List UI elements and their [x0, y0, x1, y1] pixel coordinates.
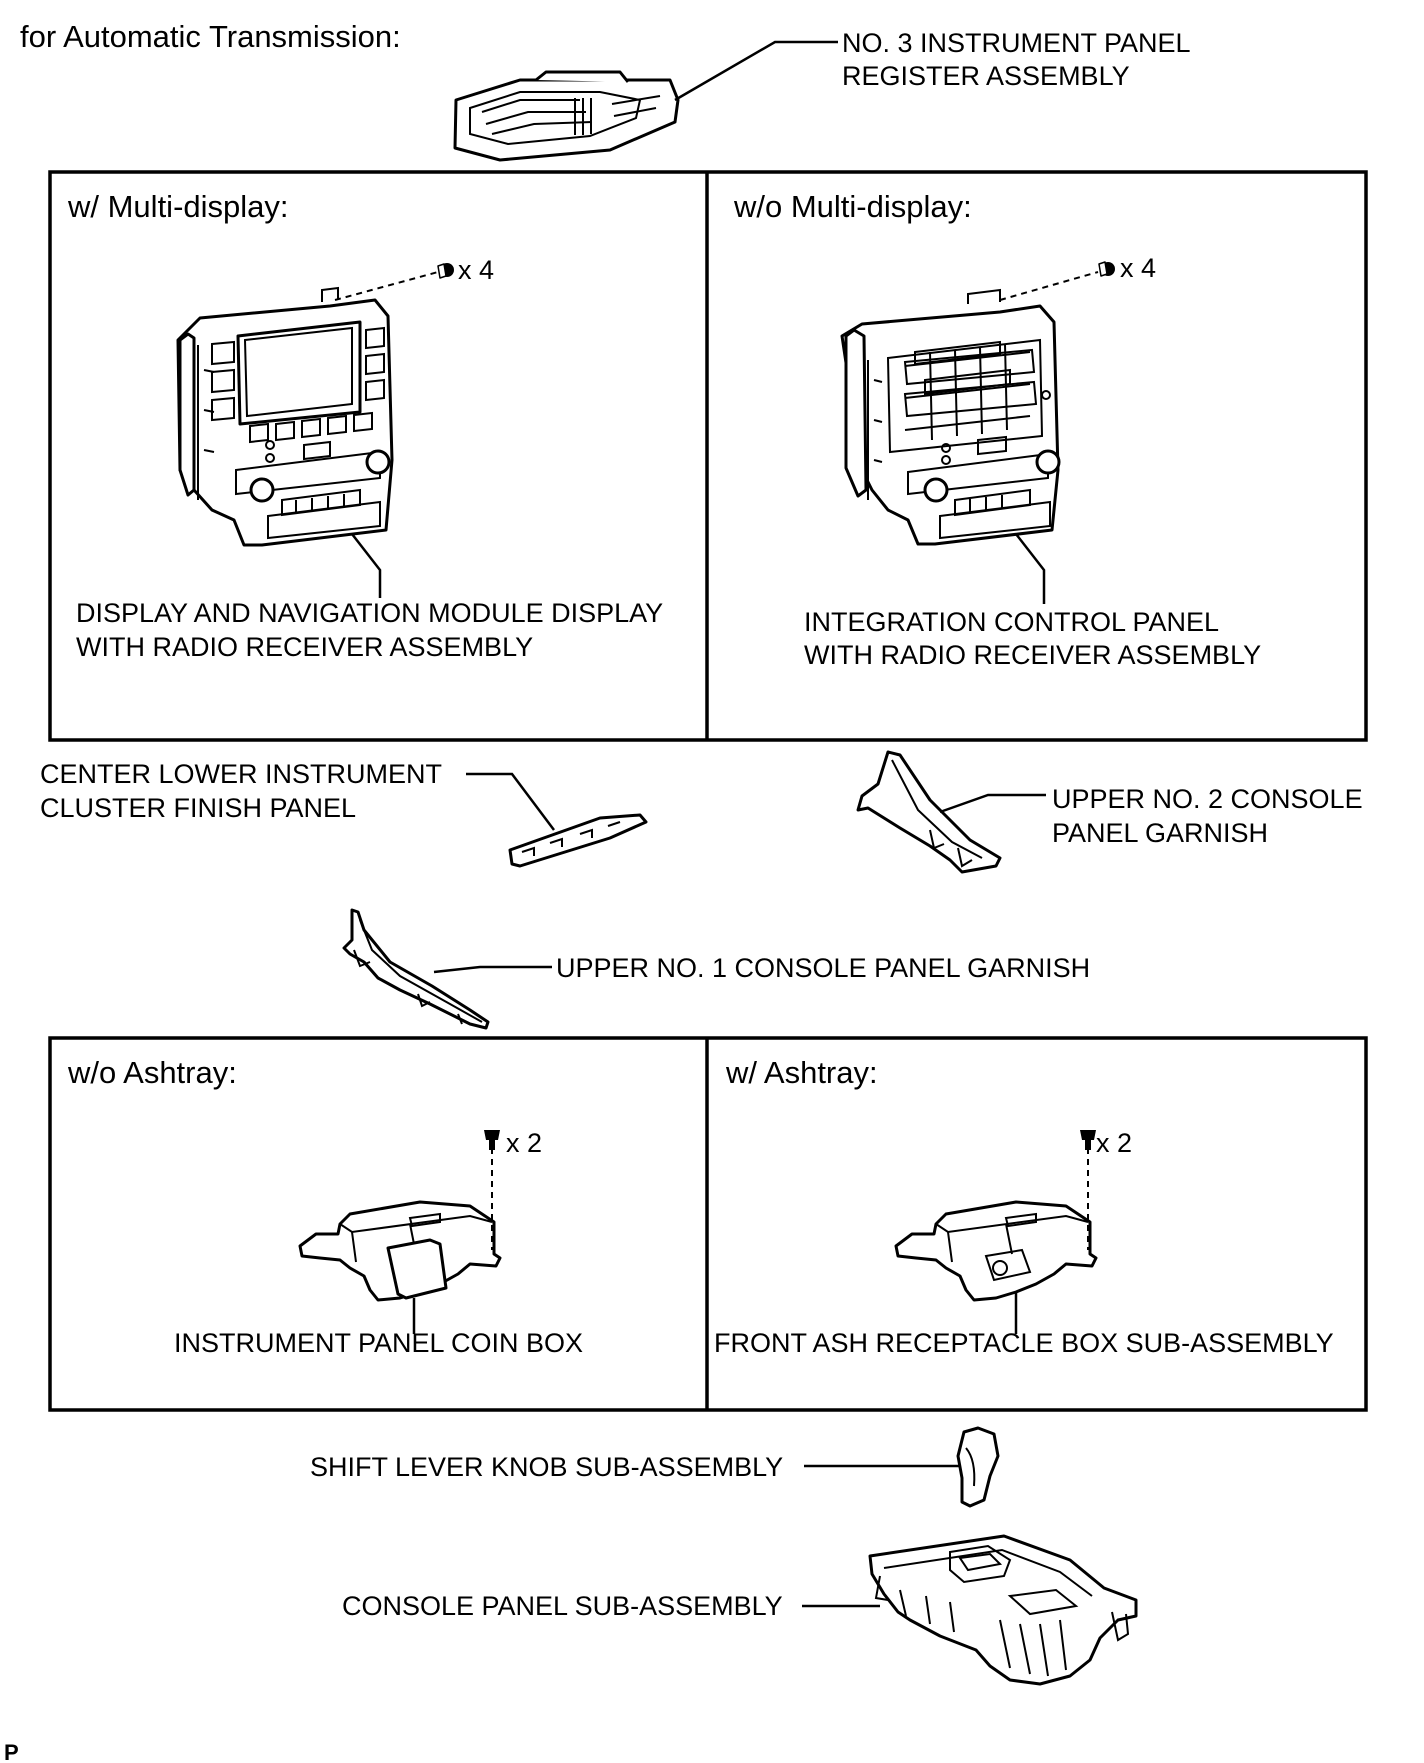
no-multi-clip-count: x 4 [1120, 253, 1156, 283]
shift-knob-label: SHIFT LEVER KNOB SUB-ASSEMBLY [310, 1452, 783, 1482]
ash-box-screw-count: x 2 [1096, 1128, 1132, 1158]
upper-no2-garnish-illustration [856, 750, 1002, 874]
register-label: NO. 3 INSTRUMENT PANEL REGISTER ASSEMBLY [842, 28, 1197, 91]
register-assembly-illustration [453, 70, 680, 162]
integration-control-panel-illustration [840, 288, 1061, 546]
coin-box-illustration [298, 1200, 502, 1302]
coin-box-screw-count: x 2 [506, 1128, 542, 1158]
corner-mark: P [4, 1740, 19, 1763]
upper-no1-label: UPPER NO. 1 CONSOLE PANEL GARNISH [556, 953, 1090, 983]
upper-no1-garnish-illustration [342, 908, 490, 1030]
center-lower-finish-panel-illustration [508, 813, 648, 868]
ash-box-screw-icon [1080, 1130, 1096, 1150]
upper-no2-label: UPPER NO. 2 CONSOLE PANEL GARNISH [1052, 784, 1370, 848]
diagram-heading: for Automatic Transmission: [20, 19, 401, 54]
coin-box-screw-icon [484, 1130, 500, 1150]
panel-with-multi-display: w/ Multi-display: [67, 189, 289, 224]
upper-no2-leader-line [939, 793, 1046, 814]
display-navigation-module-illustration [176, 286, 394, 547]
panel-without-ashtray: w/o Ashtray: [67, 1055, 237, 1090]
integration-leader-line [1015, 533, 1046, 604]
upper-no1-leader-line [433, 965, 552, 974]
coin-box-label: INSTRUMENT PANEL COIN BOX [174, 1328, 583, 1358]
center-lower-leader-line [466, 772, 555, 831]
panel-with-ashtray: w/ Ashtray: [725, 1055, 878, 1090]
console-panel-illustration [868, 1534, 1138, 1686]
center-lower-label: CENTER LOWER INSTRUMENT CLUSTER FINISH P… [40, 759, 449, 823]
no-multi-clip-icon [1098, 261, 1115, 277]
integration-label: INTEGRATION CONTROL PANEL WITH RADIO REC… [804, 607, 1261, 670]
shift-knob-illustration [956, 1426, 1000, 1508]
multi-clip-dash [334, 271, 439, 301]
ash-box-label: FRONT ASH RECEPTACLE BOX SUB-ASSEMBLY [714, 1328, 1334, 1358]
display-nav-label: DISPLAY AND NAVIGATION MODULE DISPLAY WI… [76, 598, 670, 662]
no-multi-clip-dash [999, 271, 1099, 301]
multi-clip-icon [437, 263, 454, 279]
console-panel-label: CONSOLE PANEL SUB-ASSEMBLY [342, 1591, 783, 1621]
register-leader-line [674, 40, 838, 102]
multi-clip-count: x 4 [458, 255, 494, 285]
display-nav-leader-line [351, 533, 382, 598]
ash-receptacle-box-illustration [894, 1200, 1098, 1302]
panel-without-multi-display: w/o Multi-display: [733, 189, 972, 224]
